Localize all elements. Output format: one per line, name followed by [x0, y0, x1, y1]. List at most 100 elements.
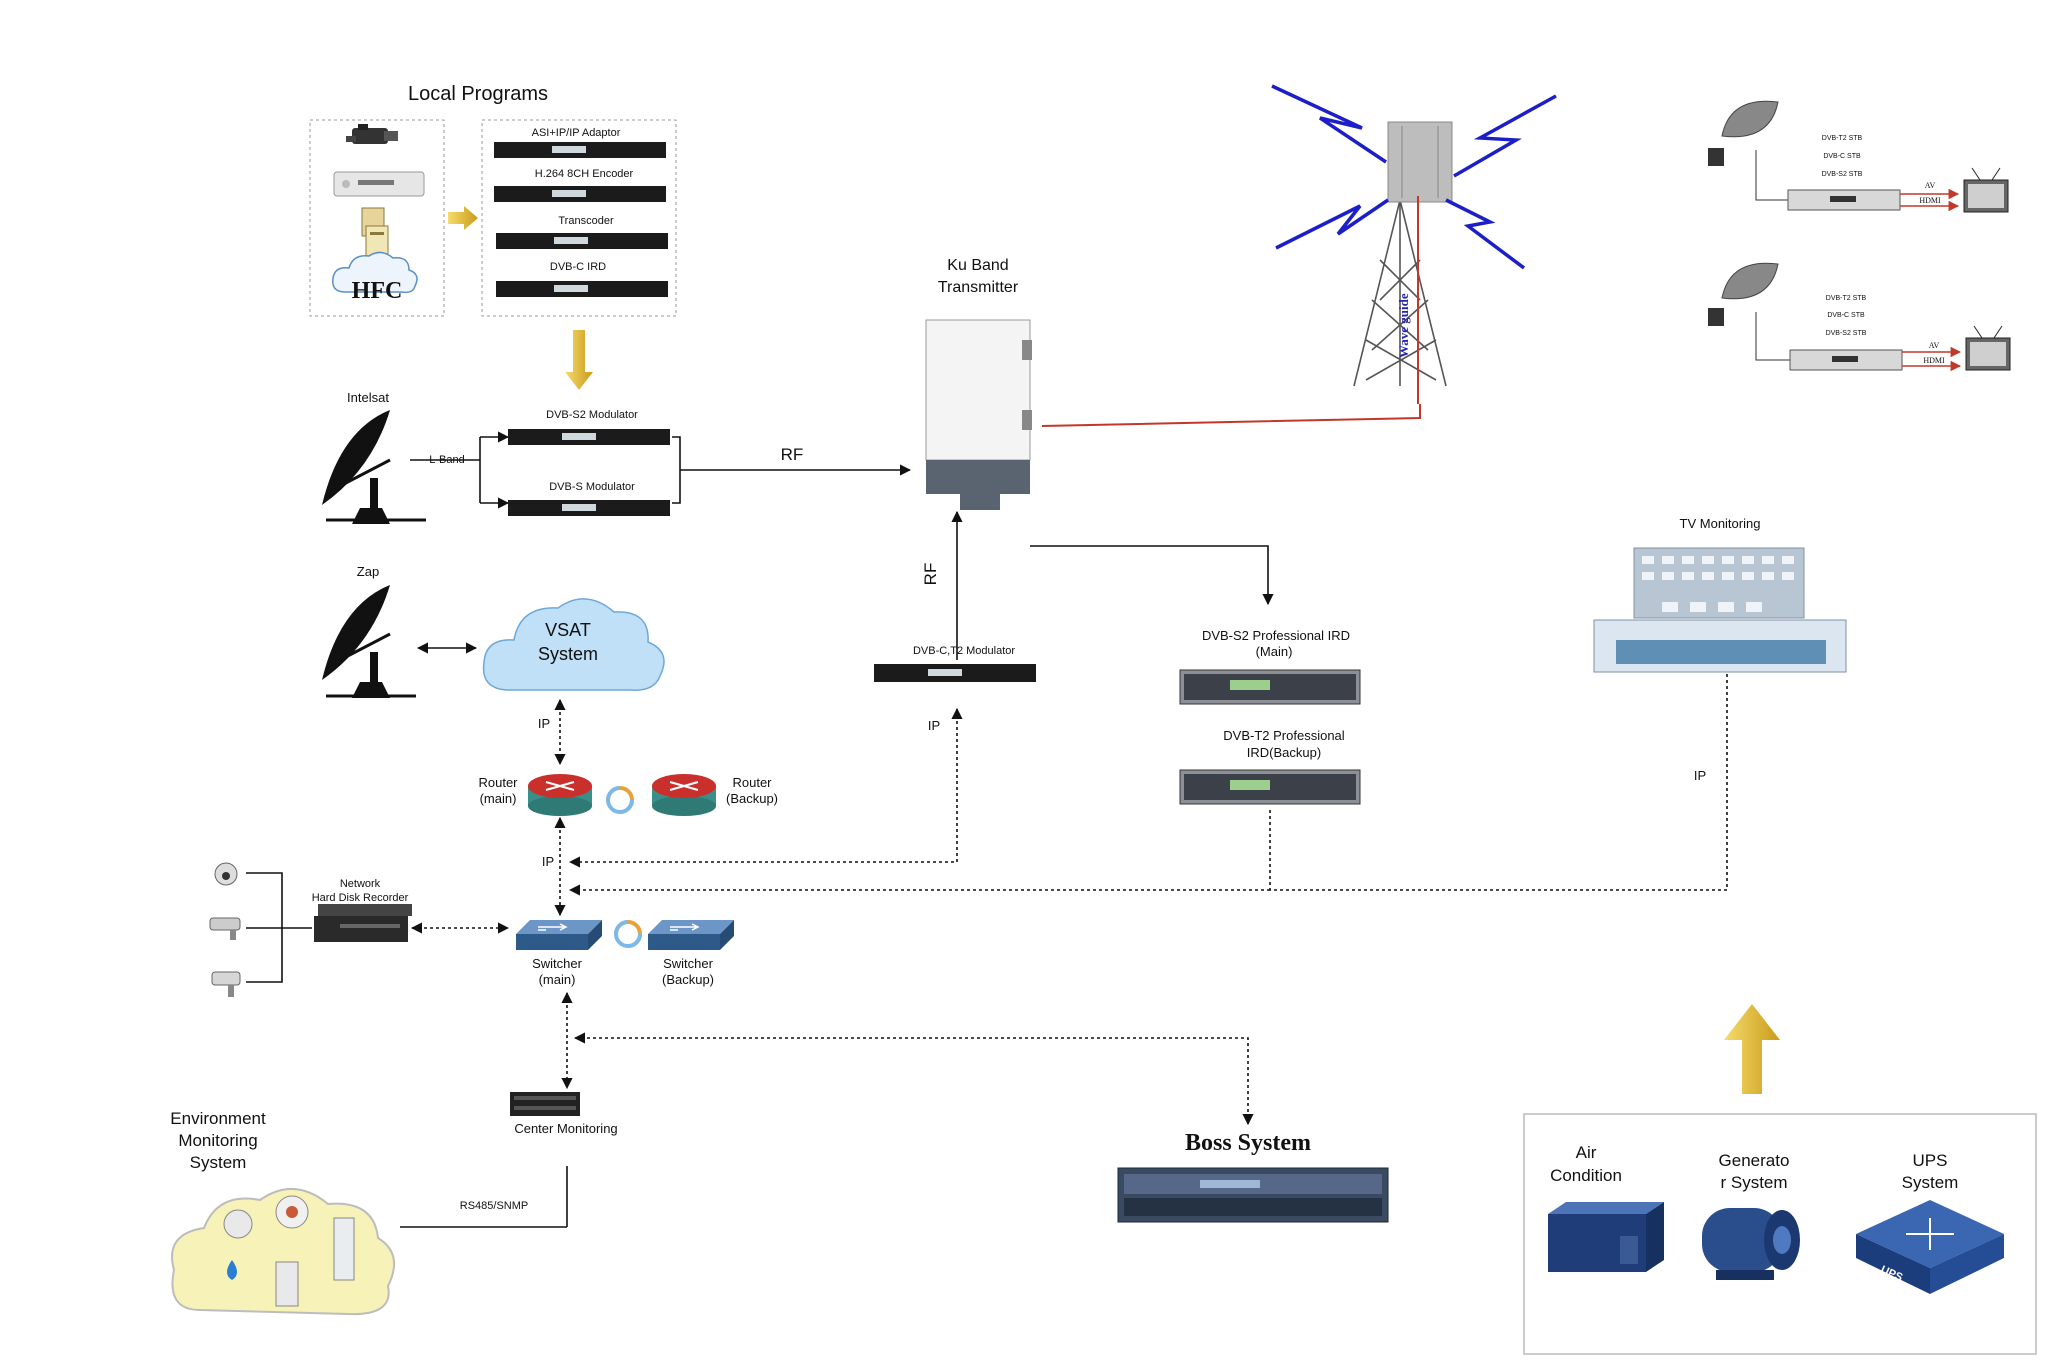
ird-backup-label-line2: IRD(Backup)	[1247, 745, 1321, 760]
air-condition-unit-icon	[1548, 1202, 1664, 1272]
ups-cabinet-icon	[275, 1261, 299, 1307]
generator-label-line1: Generato	[1719, 1151, 1790, 1170]
dvbs2-modulator-label: DVB-S2 Modulator	[546, 409, 638, 421]
center-monitoring-server-icon	[510, 1092, 580, 1116]
hfc-cloud-icon: HFC	[332, 251, 418, 304]
satellite-dish-icon	[1721, 100, 1779, 138]
ups-label-line1: UPS	[1913, 1151, 1948, 1170]
rf-horizontal-label: RF	[781, 445, 804, 464]
dvbct2-modulator-label: DVB-C,T2 Modulator	[913, 645, 1015, 657]
dvbs-modulator: DVB-S Modulator	[508, 481, 670, 516]
dotted-links	[410, 656, 1733, 1126]
env-label-line1: Environment	[170, 1109, 266, 1128]
tv-icon	[1965, 325, 2011, 371]
right-arrow-icon	[448, 206, 478, 230]
local-devices-box	[481, 119, 677, 317]
ku-band-transmitter-icon	[925, 319, 1032, 510]
zap-label: Zap	[357, 564, 379, 579]
generator-motor-icon	[1702, 1208, 1800, 1280]
router-main-label-line1: Router	[478, 775, 518, 790]
vsat-label-line2: System	[538, 644, 598, 664]
router-backup-icon	[652, 774, 716, 816]
nhdr-label-line1: Network	[340, 878, 381, 890]
stb1-dvbc: DVB-C STB	[1823, 153, 1861, 160]
stb-group-1: DVB-T2 STB DVB-C STB DVB-S2 STB AV HDMI	[1708, 100, 2009, 213]
redundancy-sync-icon	[614, 920, 642, 948]
air-condition-label-line1: Air	[1576, 1143, 1597, 1162]
satellite-dish-icon	[1721, 262, 1779, 300]
ird-main-device-icon	[1179, 669, 1361, 705]
stb2-dvbc: DVB-C STB	[1827, 312, 1865, 319]
stb1-dvbt2: DVB-T2 STB	[1822, 135, 1863, 142]
stb1-av: AV	[1925, 181, 1936, 190]
hfc-label: HFC	[352, 278, 403, 304]
support-systems-box	[1523, 1113, 2037, 1355]
up-arrow-icon	[1724, 1004, 1780, 1094]
air-condition-label-line2: Condition	[1550, 1166, 1622, 1185]
cctv-camera-icons	[209, 862, 241, 997]
ird-main-label-line1: DVB-S2 Professional IRD	[1202, 628, 1350, 643]
router-backup-label-line1: Router	[732, 775, 772, 790]
switcher-main-label-line2: (main)	[539, 972, 576, 987]
boss-server-icon	[1117, 1167, 1389, 1223]
local-sources-box	[309, 119, 445, 317]
stb2-dvbt2: DVB-T2 STB	[1826, 295, 1867, 302]
switcher-backup-icon	[648, 920, 734, 950]
generator-label-line2: r System	[1720, 1173, 1787, 1192]
down-arrow-icon	[565, 330, 593, 390]
router-main-label-line2: (main)	[480, 791, 517, 806]
stb2-av: AV	[1929, 341, 1940, 350]
ku-band-label-line1: Ku Band	[947, 257, 1008, 274]
rs485-label: RS485/SNMP	[460, 1200, 528, 1212]
ird-backup-label-line1: DVB-T2 Professional	[1223, 728, 1344, 743]
environment-cloud	[171, 1187, 396, 1316]
tv-icon	[1963, 167, 2009, 213]
encoder-label: H.264 8CH Encoder	[535, 168, 634, 180]
water-sensor-icon	[227, 1260, 237, 1280]
dvbs-modulator-label: DVB-S Modulator	[549, 481, 635, 493]
transcoder-label: Transcoder	[558, 215, 614, 227]
lightning-icons	[1271, 84, 1557, 270]
redundancy-sync-icon	[606, 786, 634, 814]
ip-router-label: IP	[542, 854, 554, 869]
tv-monitoring-wall-icon	[1593, 547, 1847, 673]
air-conditioner-icon	[333, 1217, 355, 1281]
local-programs-title: Local Programs	[408, 83, 548, 105]
ip-vsat-label: IP	[538, 716, 550, 731]
rf-vertical-label: RF	[921, 563, 940, 586]
bullet-camera-icon	[209, 917, 241, 940]
vsat-cloud: VSAT System	[482, 598, 665, 691]
router-main-icon	[528, 774, 592, 816]
stb2-hdmi: HDMI	[1923, 356, 1945, 365]
ip-tv-label: IP	[1694, 768, 1706, 783]
video-camera-icon	[346, 124, 398, 144]
waveguide-line	[1041, 404, 1421, 427]
boss-system-label: Boss System	[1185, 1130, 1311, 1156]
hard-disk-recorder-icon	[314, 904, 412, 942]
antenna-panel-icon	[1387, 121, 1453, 203]
smoke-detector-icon	[223, 1209, 253, 1239]
env-label-line3: System	[190, 1153, 247, 1172]
nhdr-label-line2: Hard Disk Recorder	[312, 892, 409, 904]
router-backup-label-line2: (Backup)	[726, 791, 778, 806]
dvd-player-icon	[333, 171, 425, 197]
switcher-main-label-line1: Switcher	[532, 956, 583, 971]
stb1-hdmi: HDMI	[1919, 196, 1941, 205]
dvbc-ird: DVB-C IRD	[496, 261, 668, 297]
dvbct2-modulator	[874, 664, 1036, 682]
intelsat-label: Intelsat	[347, 390, 389, 405]
center-monitoring-label: Center Monitoring	[514, 1121, 617, 1136]
ip-modulator-label: IP	[928, 718, 940, 733]
switcher-backup-label-line1: Switcher	[663, 956, 714, 971]
zap-dish-icon	[322, 585, 416, 698]
ups-switch-icon: UPS	[1856, 1200, 2004, 1294]
box-camera-icon	[211, 971, 241, 997]
dvbs2-modulator: DVB-S2 Modulator	[508, 409, 670, 445]
connectors	[246, 431, 1274, 1228]
switcher-backup-label-line2: (Backup)	[662, 972, 714, 987]
asi-ip-adaptor: ASI+IP/IP Adaptor	[494, 127, 666, 158]
vsat-label-line1: VSAT	[545, 620, 591, 640]
stb1-dvbs2: DVB-S2 STB	[1822, 171, 1863, 178]
